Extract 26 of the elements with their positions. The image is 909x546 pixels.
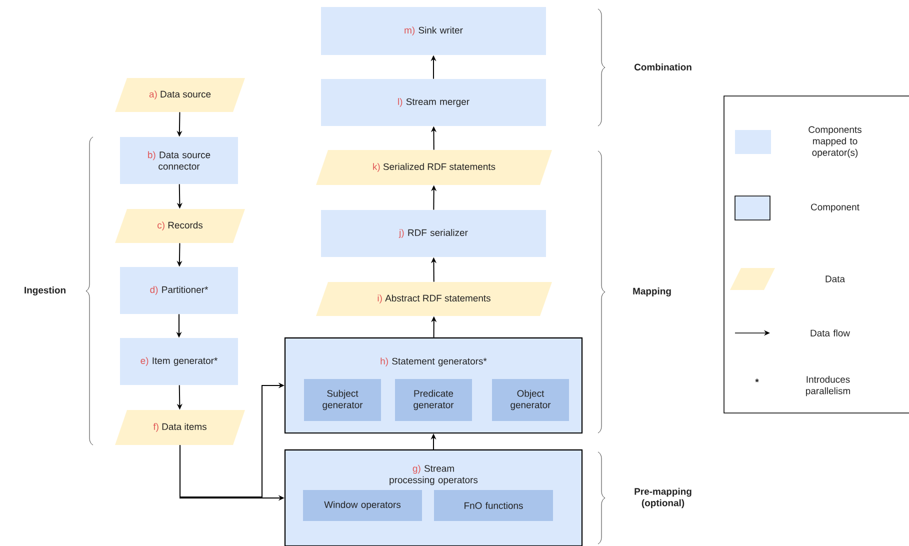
legend-text: Data [826, 276, 845, 282]
process-box: d) Partitioner* [120, 266, 238, 314]
legend-text: Introduces parallelism [806, 376, 850, 396]
process-box: e) Item generator* [120, 338, 238, 385]
process-box: j) RDF serializer [321, 210, 546, 257]
legend-text: Components mapped to operator(s) [808, 126, 862, 158]
operator-box: Predicate generator [395, 378, 472, 421]
brace-label: Mapping [633, 288, 671, 296]
data-parallelogram: k) Serialized RDF statements [316, 150, 552, 185]
legend-text: Component [811, 204, 860, 212]
process-box: b) Data source connector [120, 136, 238, 184]
data-parallelogram: f) Data items [115, 410, 245, 445]
operator-box: Object generator [492, 378, 569, 421]
brace-label: Ingestion [24, 286, 66, 296]
asterisk-symbol: * [755, 378, 759, 382]
data-parallelogram: a) Data source [115, 78, 245, 112]
operator-box: FnO functions [434, 490, 553, 521]
process-box: l) Stream merger [321, 78, 546, 126]
legend-text: Data flow [810, 330, 850, 336]
brace-label: Combination [634, 64, 692, 70]
operator-box: Window operators [303, 490, 422, 521]
operator-box: Subject generator [304, 378, 381, 421]
brace-label: Pre-mapping (optional) [634, 488, 692, 508]
process-box: m) Sink writer [321, 7, 546, 55]
data-parallelogram: i) Abstract RDF statements [316, 282, 552, 316]
data-parallelogram: c) Records [115, 208, 245, 243]
